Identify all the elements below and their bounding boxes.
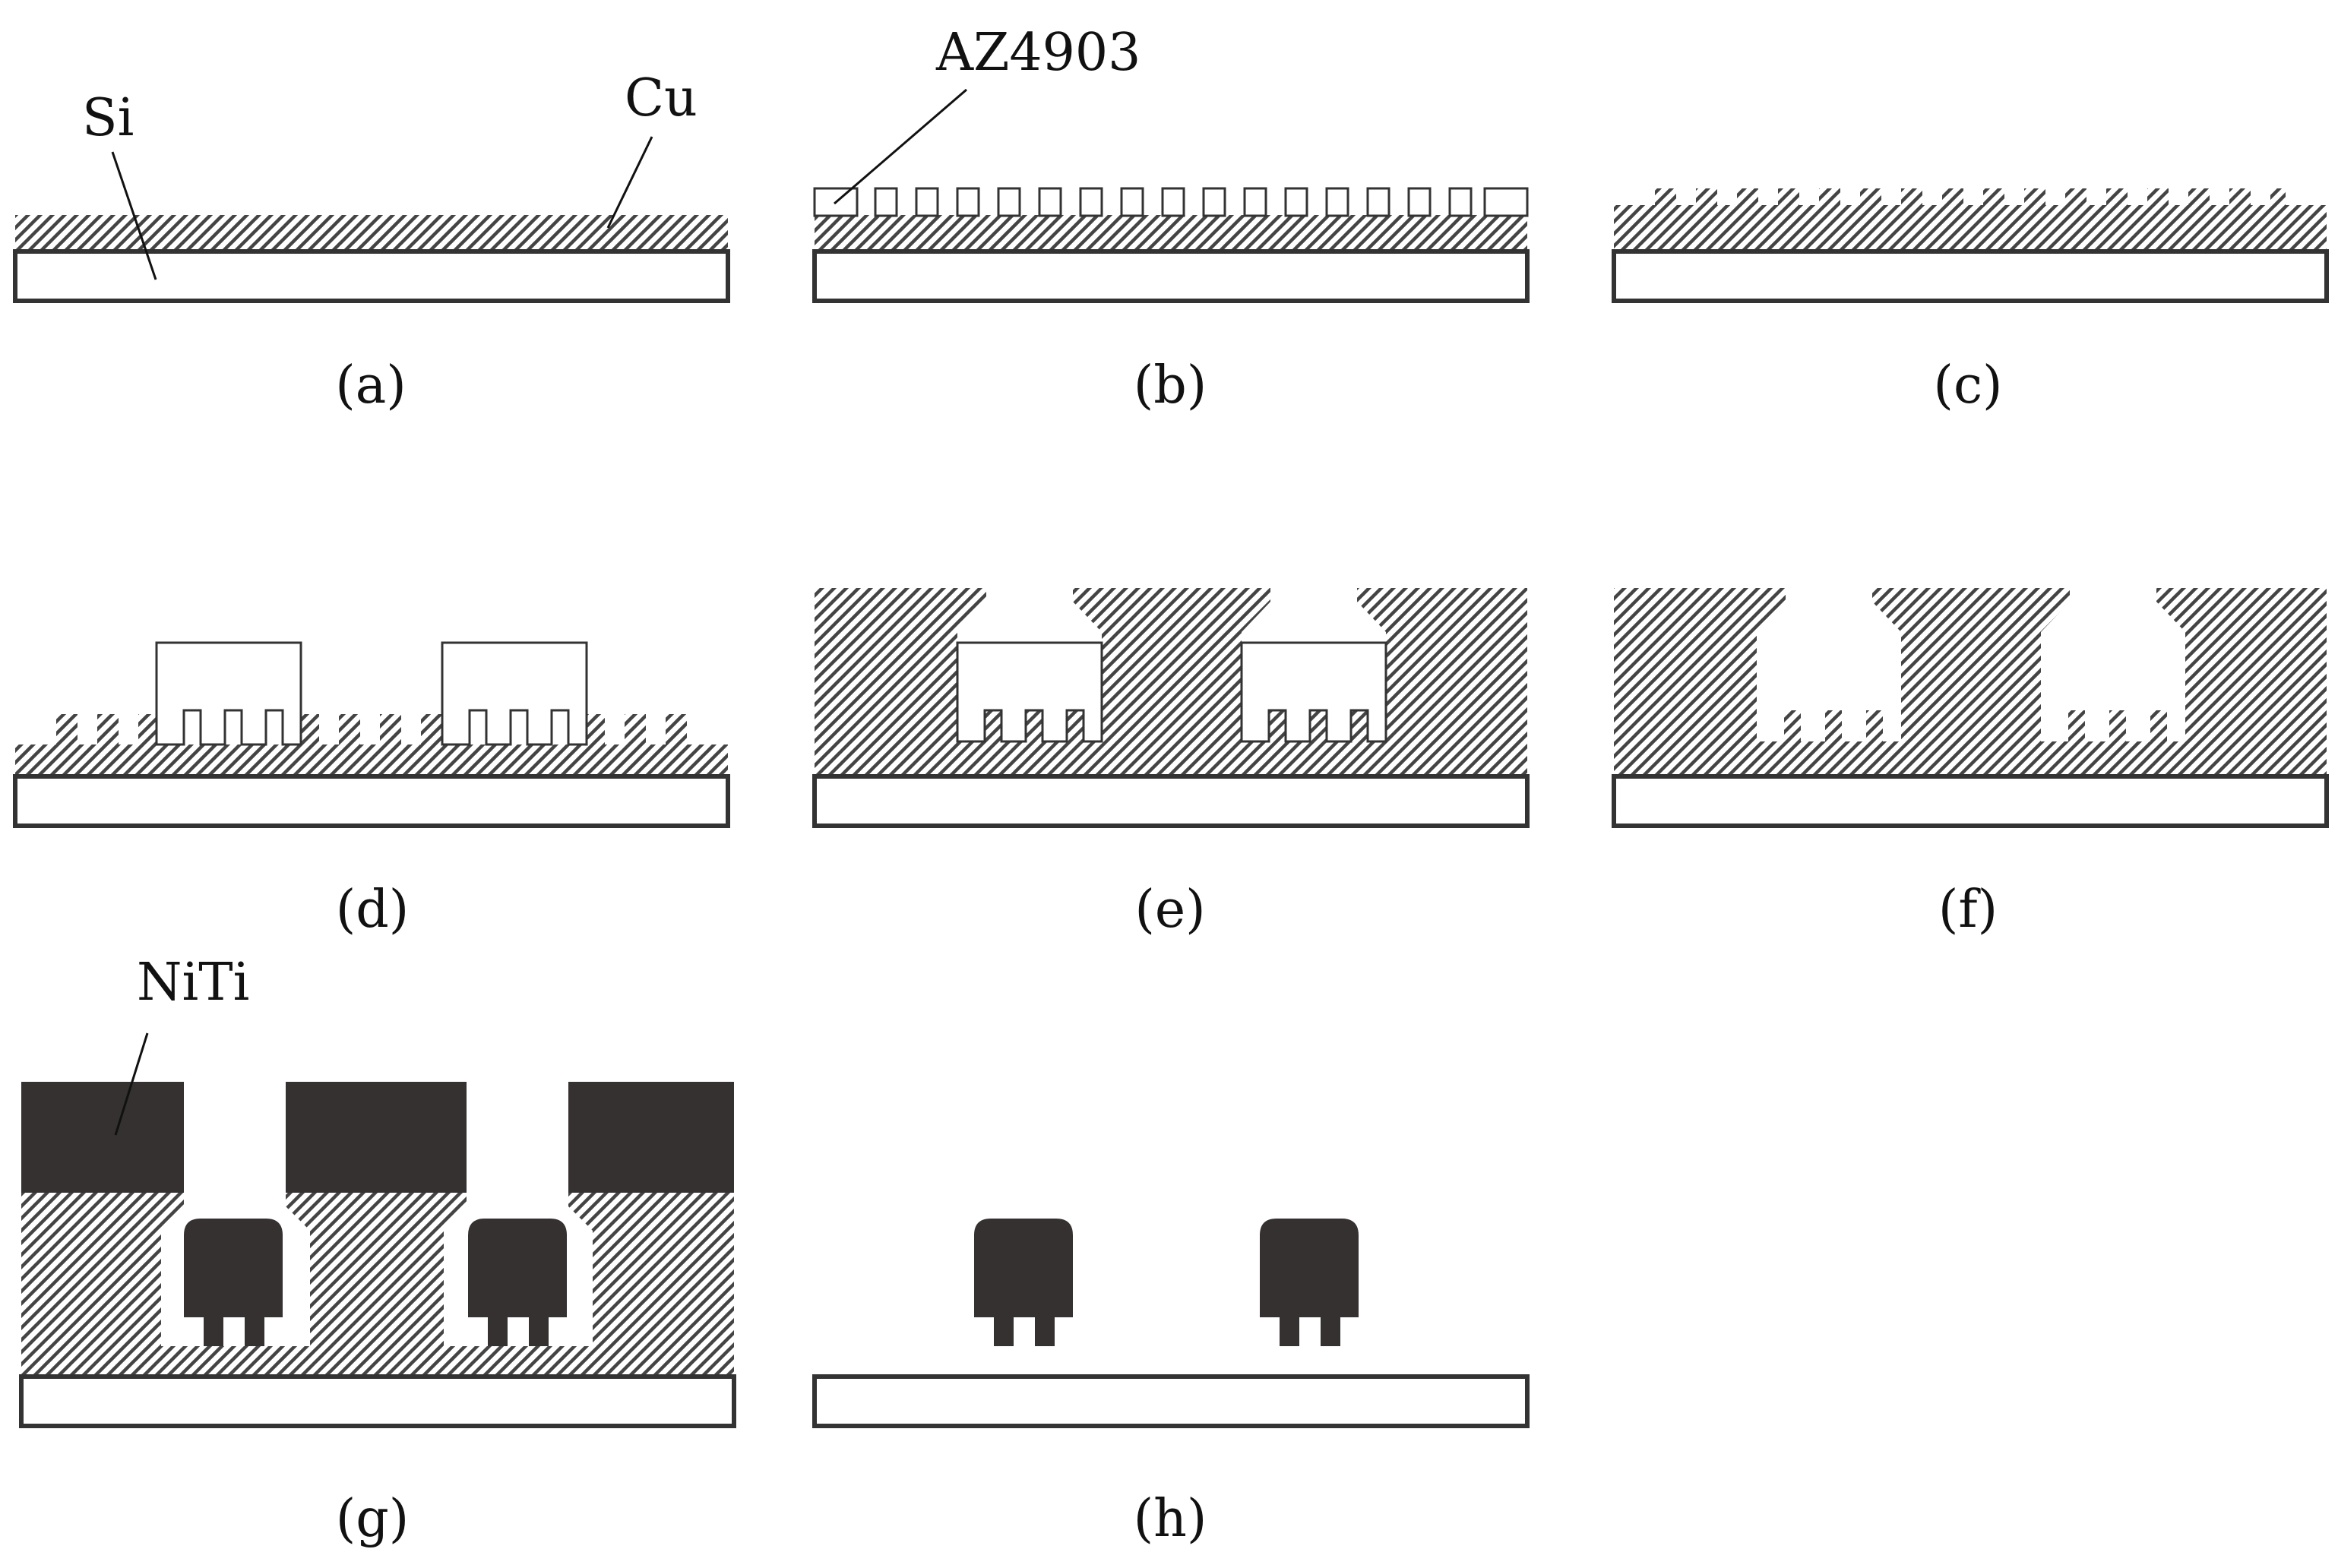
- panel-b: AZ4903 (b): [812, 23, 1530, 416]
- panel-a: Si Cu (a): [13, 68, 730, 416]
- photoresist-block: [956, 641, 1103, 743]
- panel-e: (e): [812, 588, 1530, 940]
- caption-h: (h): [1134, 1489, 1207, 1549]
- si-substrate: [19, 1374, 736, 1428]
- cu-mold-filled: [21, 1193, 734, 1377]
- cu-thick-layer: [815, 588, 1527, 776]
- panel-f: (f): [1612, 588, 2329, 940]
- si-substrate: [812, 774, 1530, 828]
- panel-h: (h): [812, 1219, 1530, 1549]
- niti-microstructure: [184, 1219, 283, 1346]
- az4903-leader: [834, 88, 967, 205]
- niti-block: [21, 1082, 184, 1193]
- cu-layer: [815, 215, 1527, 251]
- niti-block: [286, 1082, 467, 1193]
- caption-a: (a): [335, 356, 407, 416]
- photoresist-block: [441, 641, 588, 746]
- caption-d: (d): [336, 880, 410, 940]
- caption-b: (b): [1134, 356, 1207, 416]
- panel-g: NiTi (g): [19, 953, 736, 1549]
- niti-top-layer: [21, 1082, 734, 1193]
- photoresist-block: [155, 641, 302, 746]
- si-substrate: [1612, 249, 2329, 303]
- si-leader: [111, 151, 157, 280]
- caption-f: (f): [1938, 880, 1998, 940]
- cu-patterned-layer: [15, 714, 728, 776]
- si-substrate: [812, 249, 1530, 303]
- caption-g: (g): [336, 1489, 410, 1549]
- photoresist-block: [1240, 641, 1387, 743]
- cu-patterned-layer: [1614, 188, 2327, 251]
- niti-block: [568, 1082, 734, 1193]
- si-substrate: [13, 249, 730, 303]
- cu-layer: [15, 215, 728, 251]
- caption-e: (e): [1134, 880, 1205, 940]
- photoresist-pattern: [813, 187, 1529, 217]
- cu-mold-layer: [1614, 588, 2327, 776]
- niti-microstructure: [468, 1219, 567, 1346]
- panel-c: (c): [1612, 188, 2329, 416]
- niti-microstructure: [974, 1219, 1073, 1346]
- si-substrate: [13, 774, 730, 828]
- cu-leader: [606, 136, 653, 229]
- cu-label: Cu: [625, 68, 698, 128]
- caption-c: (c): [1933, 356, 2002, 416]
- az4903-label: AZ4903: [935, 23, 1141, 83]
- si-substrate: [1612, 774, 2329, 828]
- si-substrate: [812, 1374, 1530, 1428]
- si-label: Si: [82, 88, 134, 148]
- niti-microstructure: [1260, 1219, 1359, 1346]
- niti-label: NiTi: [137, 953, 249, 1013]
- panel-d: (d): [13, 641, 730, 940]
- niti-leader: [114, 1032, 149, 1136]
